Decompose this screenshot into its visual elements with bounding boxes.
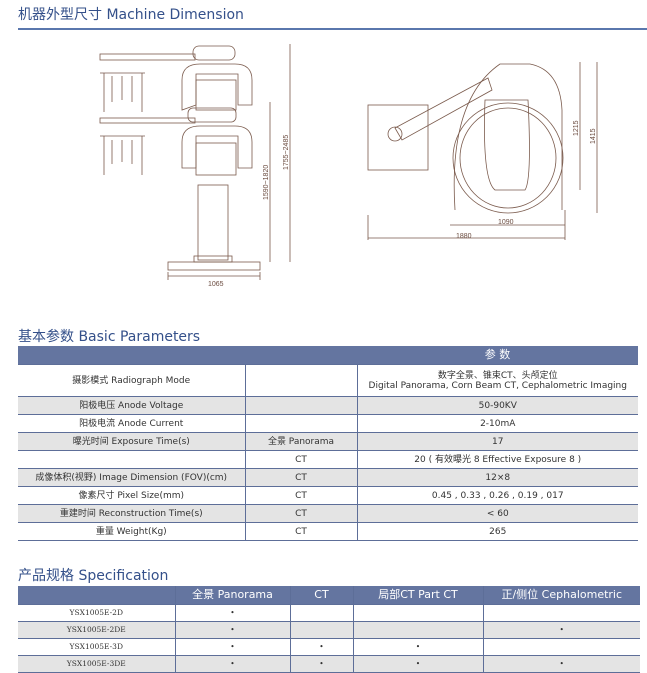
dim-height-1: 1590~1820 <box>263 165 270 200</box>
spec-header <box>18 586 175 605</box>
model-name: YSX1005E-2DE <box>18 621 175 639</box>
feature-dot: • <box>482 655 640 673</box>
feature-dot <box>289 604 353 622</box>
dim-depth-2: 1415 <box>590 128 597 144</box>
feature-dot <box>289 621 353 639</box>
param-value: 265 <box>356 522 638 541</box>
dim-top-total-width: 1880 <box>456 233 472 240</box>
param-name: 摄影模式 Radiograph Mode <box>18 364 245 397</box>
param-value-en: Digital Panorama, Corn Beam CT, Cephalom… <box>368 380 627 391</box>
feature-dot: • <box>174 638 290 656</box>
param-mode <box>244 364 357 397</box>
param-mode: CT <box>244 450 357 469</box>
param-value: 2-10mA <box>356 414 638 433</box>
feature-dot: • <box>174 655 290 673</box>
spec-header: 正/侧位 Cephalometric <box>482 586 640 605</box>
param-name: 成像体积(视野) Image Dimension (FOV)(cm) <box>18 468 245 487</box>
param-mode <box>244 414 357 433</box>
dim-height-2: 1755~2485 <box>283 135 290 170</box>
model-name: YSX1005E-3DE <box>18 655 175 673</box>
specification-title: 产品规格 Specification <box>18 568 169 584</box>
param-mode: CT <box>244 468 357 487</box>
machine-dimension-title: 机器外型尺寸 Machine Dimension <box>18 7 244 23</box>
param-value: 20 ( 有效曝光 8 Effective Exposure 8 ) <box>356 450 638 469</box>
feature-dot: • <box>289 655 353 673</box>
spec-header: 局部CT Part CT <box>352 586 483 605</box>
param-name: 曝光时间 Exposure Time(s) <box>18 432 245 451</box>
param-value-cn: 数字全景、锥束CT、头颅定位 <box>437 370 558 381</box>
feature-dot <box>352 604 483 622</box>
dim-depth-1: 1215 <box>573 120 580 136</box>
side-view-drawing: 1065 1590~1820 1755~2485 <box>99 44 291 288</box>
basic-parameters-title: 基本参数 Basic Parameters <box>18 329 201 345</box>
param-mode: CT <box>244 504 357 523</box>
feature-dot: • <box>174 604 290 622</box>
spec-header: CT <box>289 586 353 605</box>
feature-dot: • <box>174 621 290 639</box>
param-mode <box>244 396 357 415</box>
params-header: 参 数 <box>357 346 638 365</box>
spec-header: 全景 Panorama <box>174 586 290 605</box>
table-row: 重建时间 Reconstruction Time(s)CT< 60 <box>18 504 638 523</box>
table-row: YSX1005E-2DE•• <box>18 621 640 639</box>
feature-dot: • <box>352 655 483 673</box>
param-name <box>18 450 245 469</box>
feature-dot <box>482 604 640 622</box>
feature-dot: • <box>482 621 640 639</box>
param-mode: 全景 Panorama <box>244 432 357 451</box>
model-name: YSX1005E-3D <box>18 638 175 656</box>
top-view-drawing: 1090 1880 1215 1415 <box>367 62 598 240</box>
title-divider <box>18 28 647 30</box>
table-row: YSX1005E-3D••• <box>18 638 640 656</box>
param-mode: CT <box>244 522 357 541</box>
param-mode: CT <box>244 486 357 505</box>
param-name: 阳极电压 Anode Voltage <box>18 396 245 415</box>
dim-top-inner-width: 1090 <box>498 219 514 226</box>
feature-dot <box>352 621 483 639</box>
model-name: YSX1005E-2D <box>18 604 175 622</box>
param-name: 像素尺寸 Pixel Size(mm) <box>18 486 245 505</box>
table-row: 阳极电流 Anode Current 2-10mA <box>18 414 638 433</box>
param-value: < 60 <box>356 504 638 523</box>
feature-dot: • <box>352 638 483 656</box>
param-value: 12×8 <box>356 468 638 487</box>
param-value: 17 <box>356 432 638 451</box>
param-name: 重建时间 Reconstruction Time(s) <box>18 504 245 523</box>
table-row: YSX1005E-3DE•••• <box>18 655 640 673</box>
param-name: 阳极电流 Anode Current <box>18 414 245 433</box>
table-row: 阳极电压 Anode Voltage 50-90KV <box>18 396 638 415</box>
table-row: YSX1005E-2D• <box>18 604 640 622</box>
param-value: 50-90KV <box>356 396 638 415</box>
param-value: 0.45 , 0.33 , 0.26 , 0.19 , 017 <box>356 486 638 505</box>
dim-side-width: 1065 <box>208 281 224 288</box>
feature-dot <box>482 638 640 656</box>
param-name: 重量 Weight(Kg) <box>18 522 245 541</box>
feature-dot: • <box>289 638 353 656</box>
